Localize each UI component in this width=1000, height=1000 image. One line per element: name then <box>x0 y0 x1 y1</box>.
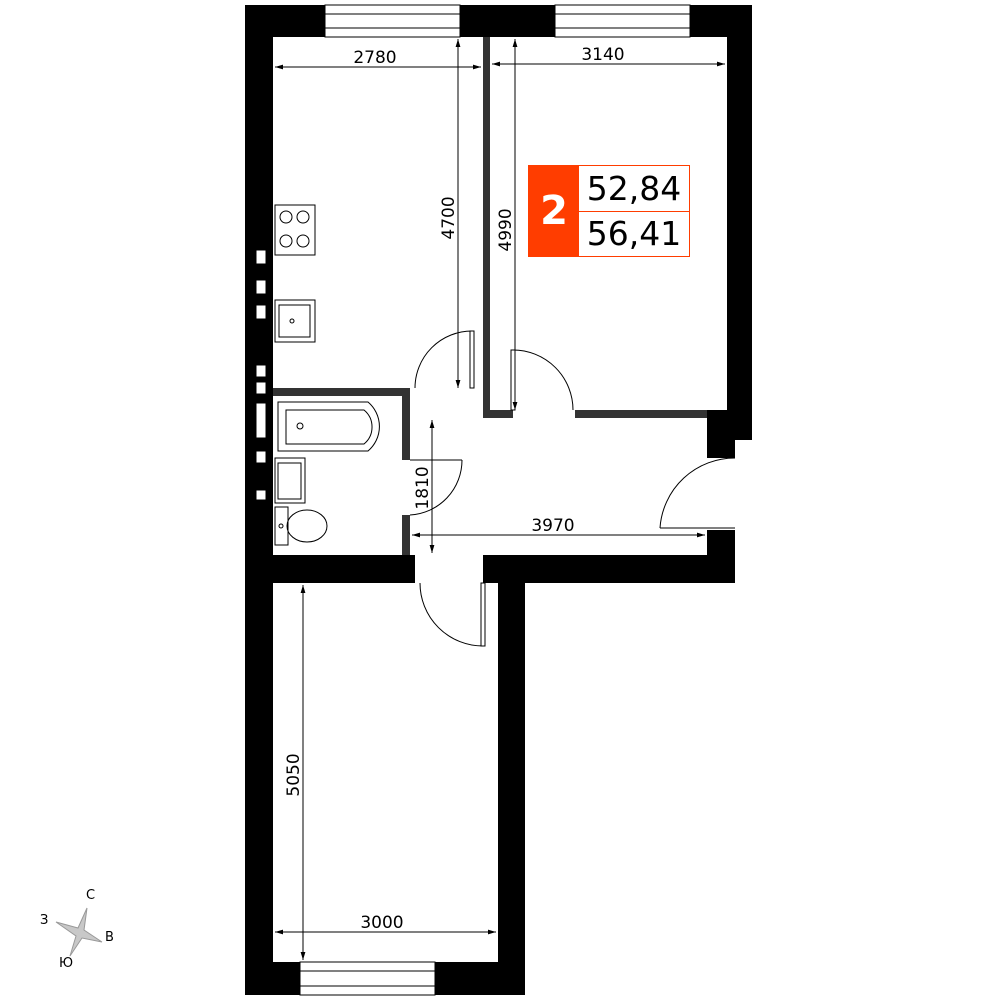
dimension-lines <box>275 39 725 960</box>
dim-room-length: 5050 <box>284 753 304 796</box>
dim-hall-depth: 1810 <box>413 466 433 509</box>
windows <box>255 4 691 996</box>
compass-south: Ю <box>59 956 74 971</box>
dim-kitchen-width: 2780 <box>353 48 396 68</box>
compass-north: С <box>86 888 96 903</box>
kitchen-sink-icon <box>274 299 316 343</box>
outer-walls <box>245 5 752 995</box>
dim-hall-width: 3970 <box>531 516 574 536</box>
partitions <box>273 37 707 555</box>
compass-west: З <box>40 913 49 928</box>
doors[interactable] <box>409 330 736 647</box>
dimension-labels: 2780 3140 4700 4990 1810 3970 5050 3000 <box>284 45 625 933</box>
toilet-icon <box>274 506 328 546</box>
compass-icon <box>55 907 103 957</box>
bathtub-icon <box>277 401 380 452</box>
compass-east: В <box>105 930 114 945</box>
stove-icon <box>274 204 316 256</box>
dim-bedroom-length: 4990 <box>496 208 516 251</box>
rooms-count: 2 <box>529 166 579 256</box>
apartment-badge: 2 52,84 56,41 <box>528 165 690 257</box>
fixtures <box>274 204 380 546</box>
dim-kitchen-length: 4700 <box>439 196 459 239</box>
bathroom-sink-icon <box>274 457 306 504</box>
dim-room-width: 3000 <box>360 913 403 933</box>
living-area: 52,84 <box>586 168 682 208</box>
total-area: 56,41 <box>579 210 689 257</box>
dim-bedroom-width: 3140 <box>581 45 624 65</box>
